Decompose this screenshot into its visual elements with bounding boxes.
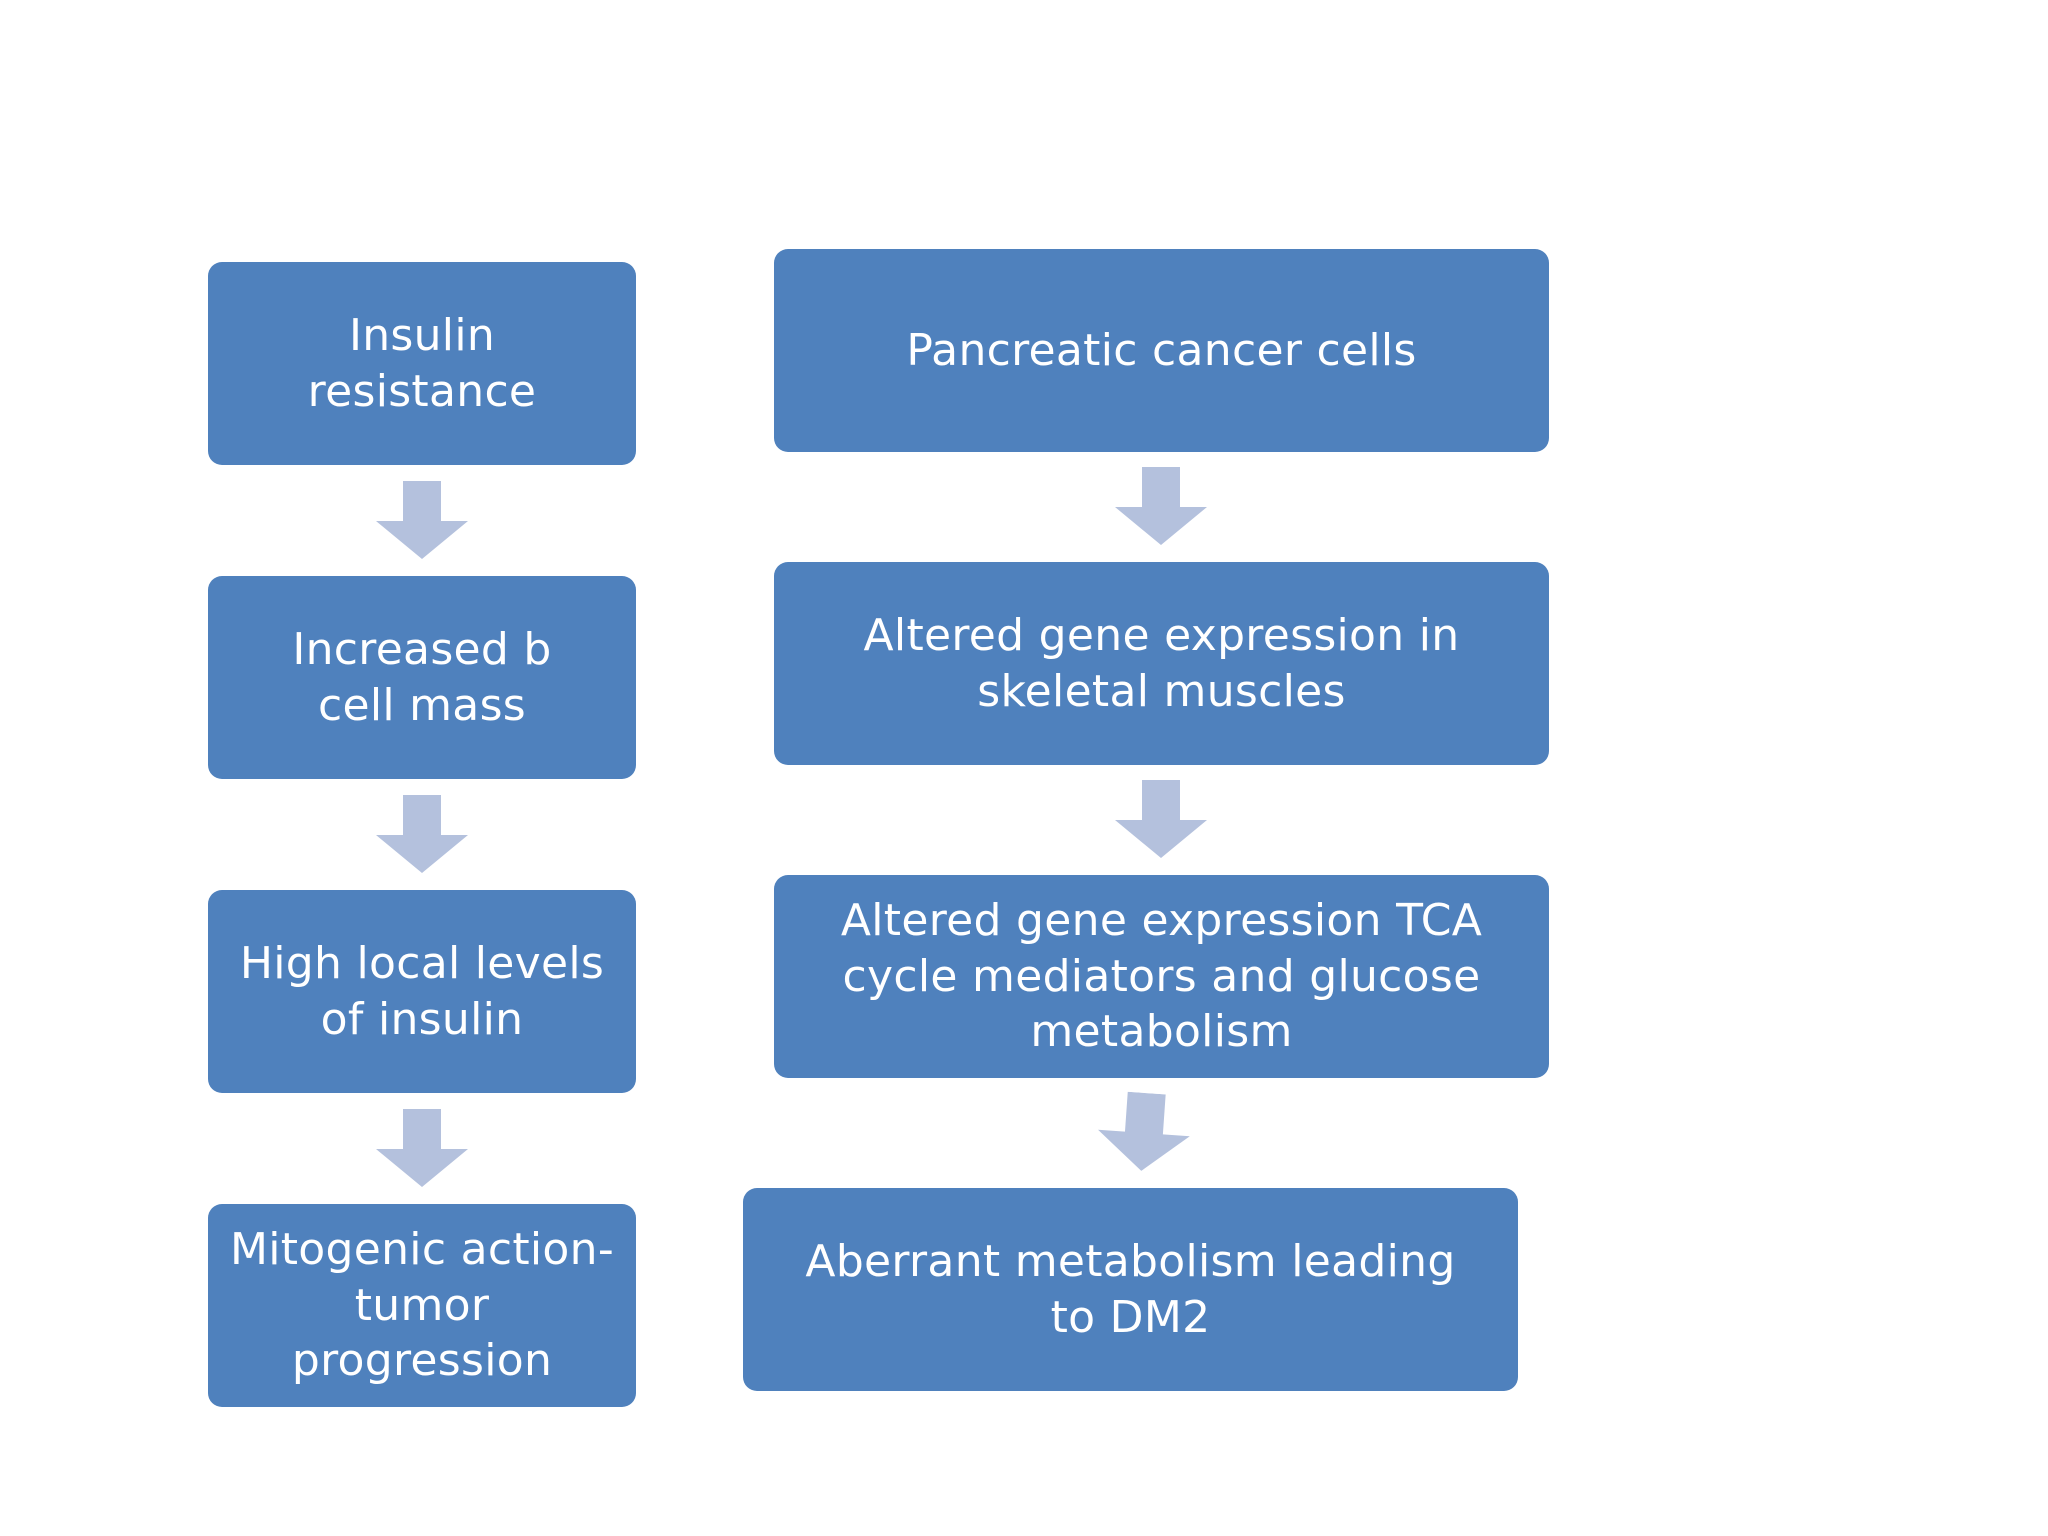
flow-box-label: Insulin resistance <box>307 310 537 417</box>
flow-box-altered-gene-tca-cycle: Altered gene expression TCA cycle mediat… <box>774 875 1549 1078</box>
flow-box-label: Altered gene expression TCA cycle mediat… <box>840 895 1483 1058</box>
flow-box-label: Altered gene expression in skeletal musc… <box>863 610 1460 717</box>
flow-box-label: Increased b cell mass <box>292 624 552 731</box>
down-arrow-icon <box>1095 1090 1192 1174</box>
flow-box-increased-b-cell-mass: Increased b cell mass <box>208 576 636 779</box>
down-arrow-icon <box>1115 780 1207 858</box>
down-arrow-icon <box>376 481 468 559</box>
flow-box-aberrant-metabolism-dm2: Aberrant metabolism leading to DM2 <box>743 1188 1518 1391</box>
down-arrow-icon <box>376 1109 468 1187</box>
flow-box-label: Pancreatic cancer cells <box>906 324 1417 376</box>
flow-box-label: High local levels of insulin <box>239 938 605 1045</box>
flow-box-label: Mitogenic action- tumor progression <box>229 1224 615 1387</box>
flow-box-insulin-resistance: Insulin resistance <box>208 262 636 465</box>
flow-box-pancreatic-cancer-cells: Pancreatic cancer cells <box>774 249 1549 452</box>
down-arrow-icon <box>1115 467 1207 545</box>
flow-box-label: Aberrant metabolism leading to DM2 <box>805 1236 1456 1343</box>
flow-box-high-local-insulin: High local levels of insulin <box>208 890 636 1093</box>
down-arrow-icon <box>376 795 468 873</box>
flow-box-altered-gene-skeletal-muscles: Altered gene expression in skeletal musc… <box>774 562 1549 765</box>
flow-box-mitogenic-action: Mitogenic action- tumor progression <box>208 1204 636 1407</box>
